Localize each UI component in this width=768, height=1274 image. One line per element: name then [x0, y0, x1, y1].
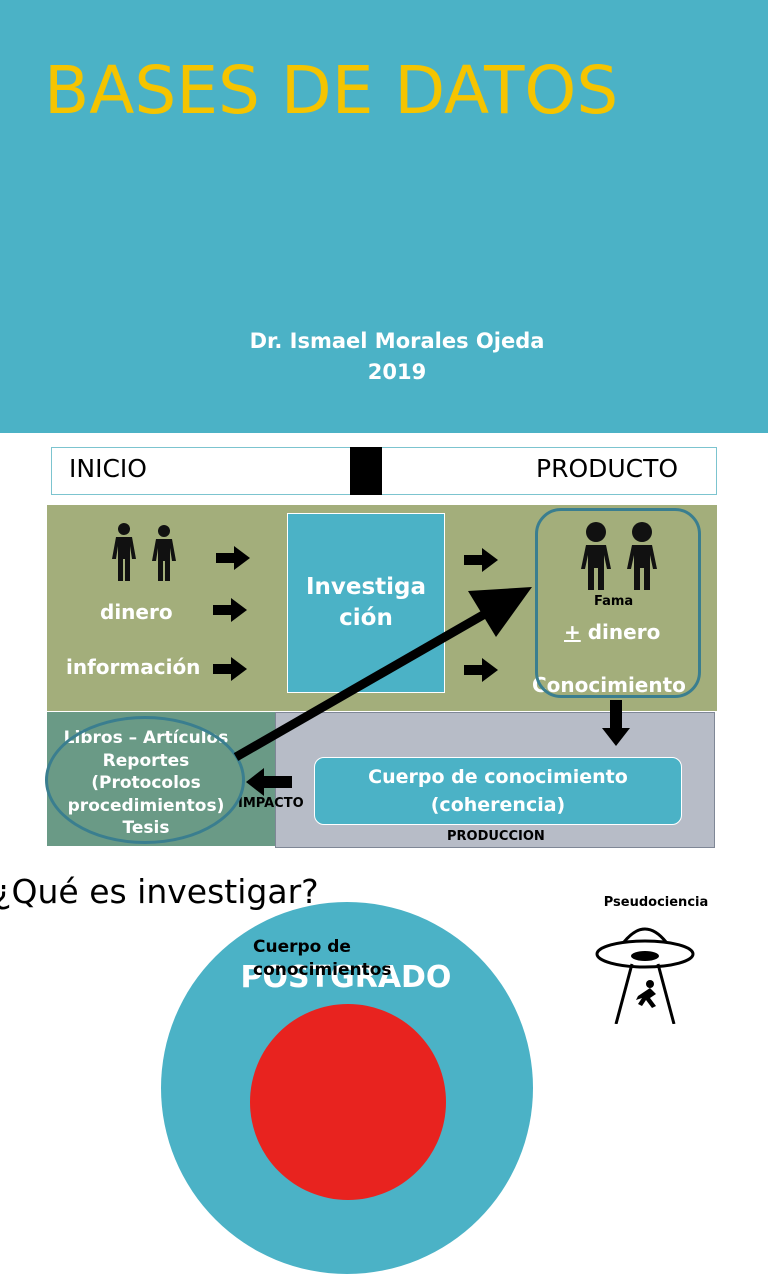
bar-label-producto: PRODUCTO	[536, 454, 679, 483]
title-slide	[0, 0, 768, 433]
body-label: Cuerpo de conocimientos	[253, 937, 392, 980]
money-text: dinero	[580, 620, 661, 644]
question-heading: ¿Qué es investigar?	[0, 872, 319, 911]
impact-label: IMPACTO	[238, 796, 304, 811]
body-of-knowledge-subtitle: (coherencia)	[430, 794, 566, 816]
outcome-highlight	[535, 508, 701, 698]
header-bar	[51, 447, 717, 495]
postgrado-label: POSTGRADO	[240, 960, 452, 995]
arrow-right-icon	[213, 598, 247, 622]
fame-label: Fama	[594, 594, 634, 609]
input-informacion: información	[66, 655, 201, 679]
inner-red-circle	[250, 1004, 446, 1200]
arrow-left-icon	[246, 768, 292, 796]
author-year: 2019	[367, 360, 427, 384]
ufo-icon	[595, 927, 695, 1024]
slide-title: BASES DE DATOS	[44, 52, 619, 129]
bar-label-inicio: INICIO	[69, 454, 147, 483]
arrow-right-icon	[464, 548, 498, 572]
author-block: Dr. Ismael Morales Ojeda 2019	[0, 326, 768, 388]
outputs-highlight	[45, 716, 245, 844]
people-icon	[581, 522, 657, 590]
research-box: Investiga ción	[287, 513, 445, 693]
bar-divider	[350, 447, 382, 495]
arrow-down-icon	[602, 700, 630, 746]
body-of-knowledge-title: Cuerpo de conocimiento	[368, 766, 628, 788]
plus-sign: +	[564, 620, 581, 644]
arrow-right-icon	[216, 546, 250, 570]
pseudoscience-label: Pseudociencia	[603, 895, 709, 910]
body-of-knowledge-box: Cuerpo de conocimiento (coherencia)	[314, 757, 682, 825]
arrow-right-icon	[464, 658, 498, 682]
production-label: PRODUCCION	[447, 829, 545, 844]
input-dinero: dinero	[100, 600, 173, 624]
arrow-right-icon	[213, 657, 247, 681]
more-money-label: + dinero	[564, 620, 660, 644]
diagonal-arrow-icon	[233, 587, 532, 761]
author-name: Dr. Ismael Morales Ojeda	[249, 329, 545, 353]
research-label: Investiga ción	[305, 574, 427, 631]
people-icon	[112, 523, 176, 581]
